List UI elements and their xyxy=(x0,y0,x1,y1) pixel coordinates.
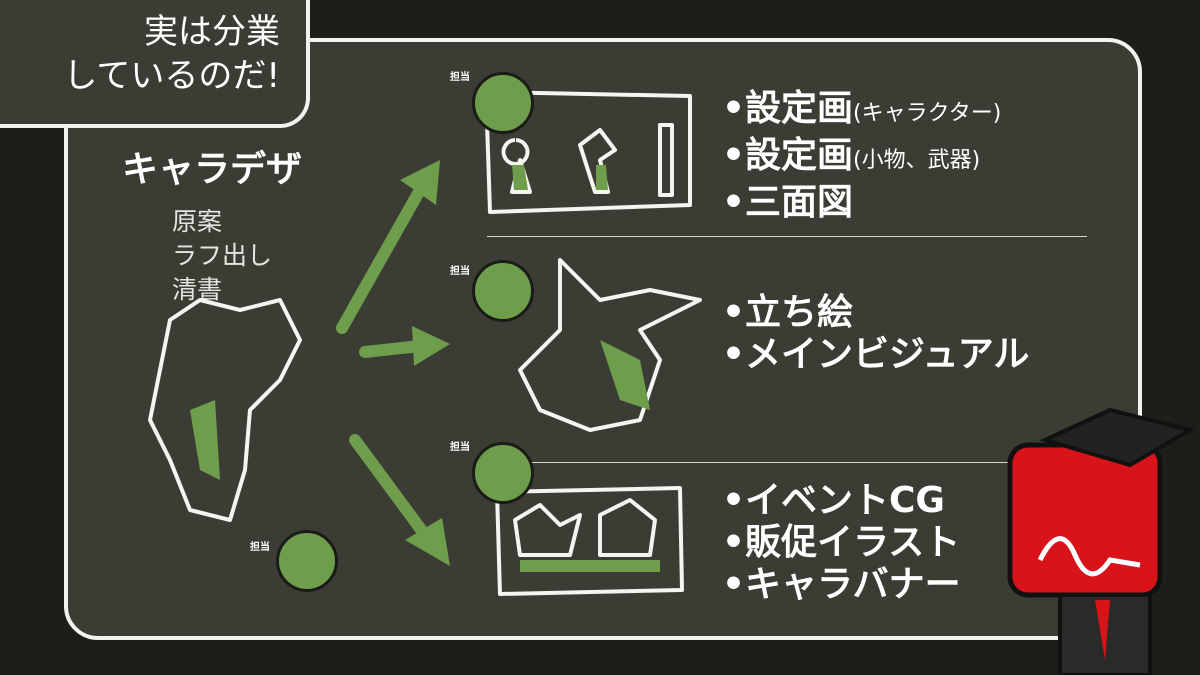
avatar-glasses xyxy=(472,442,534,504)
title-line-1: 実は分業 xyxy=(144,12,280,52)
chalkboard xyxy=(64,38,1142,640)
chara-design-heading: キャラデザ xyxy=(122,149,303,190)
item-list-1: •設定画(キャラクター) •設定画(小物、武器) •三面図 xyxy=(722,88,1002,223)
arrow-head xyxy=(405,518,450,566)
character-sheet-sketch xyxy=(501,123,674,197)
arrow-mid xyxy=(359,340,426,358)
sketch-frame-2 xyxy=(495,486,684,596)
divider xyxy=(487,236,1087,237)
standing-art-sketch xyxy=(518,258,702,432)
title-box: 実は分業 しているのだ! xyxy=(0,0,310,128)
mascot xyxy=(1007,407,1196,675)
avatar-glasses xyxy=(472,72,534,134)
item-list-2: •立ち絵 •メインビジュアル xyxy=(722,292,1030,375)
divider xyxy=(487,462,1087,463)
arrow-up xyxy=(336,184,426,334)
arrow-head xyxy=(400,160,440,205)
sketch-frame-1 xyxy=(484,90,692,214)
item-list-3: •イベントCG •販促イラスト •キャラバナー xyxy=(722,480,961,605)
step: 清書 xyxy=(172,275,223,304)
event-cg-sketch xyxy=(513,498,657,557)
assignee-label: 担当 xyxy=(450,72,470,83)
arrow-head xyxy=(412,326,450,366)
assignee-label: 担当 xyxy=(250,542,270,553)
character-sketch xyxy=(148,298,302,522)
arrow-down xyxy=(349,434,431,541)
title-line-2: しているのだ! xyxy=(63,56,280,96)
step: 原案 xyxy=(172,207,223,236)
avatar-swirl xyxy=(276,530,338,592)
chara-design-steps: 原案 ラフ出し 清書 xyxy=(172,205,272,307)
avatar-swirl xyxy=(472,260,534,322)
assignee-label: 担当 xyxy=(450,442,470,453)
step: ラフ出し xyxy=(172,241,273,270)
arrows xyxy=(336,160,450,566)
assignee-label: 担当 xyxy=(450,266,470,277)
